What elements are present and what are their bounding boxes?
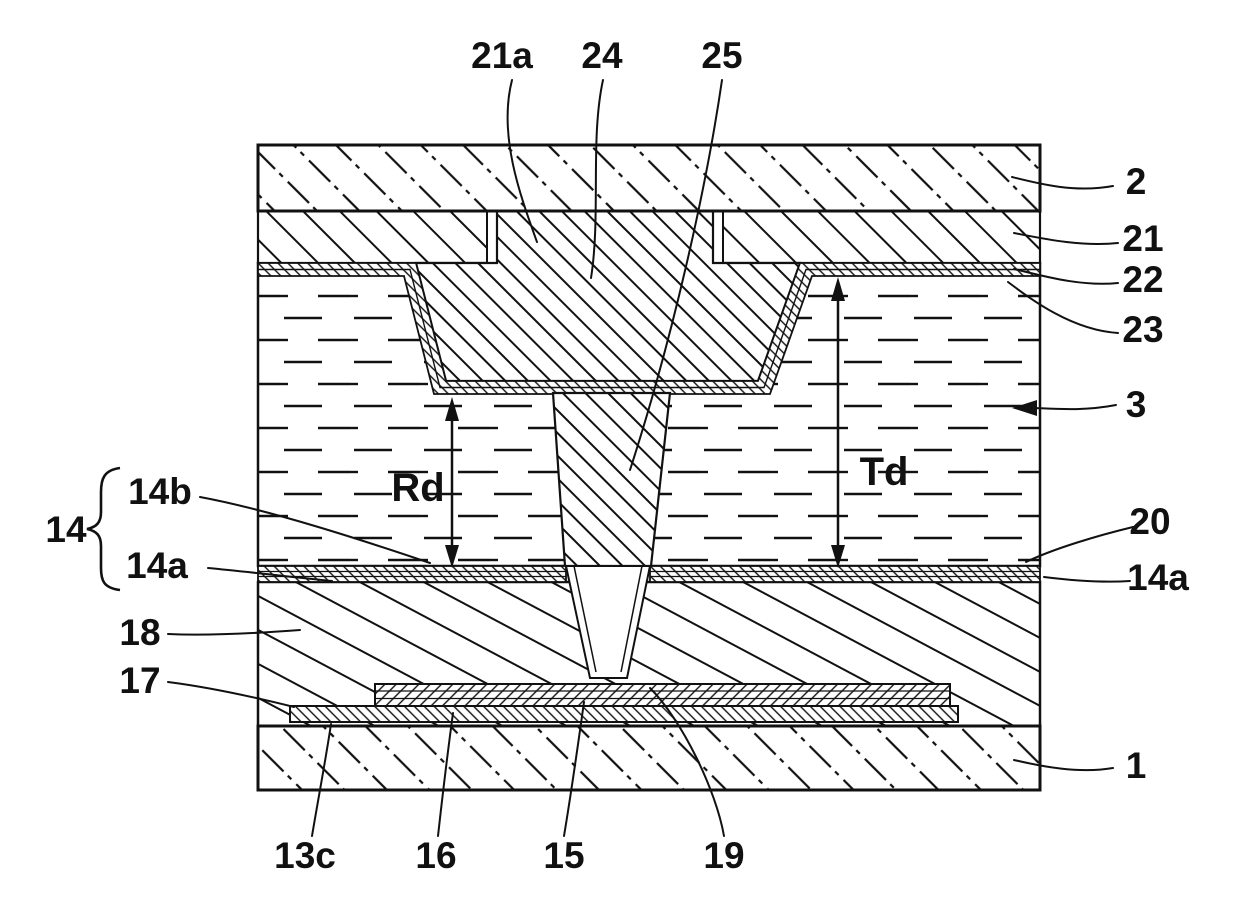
leader-13c <box>311 723 332 837</box>
layer-1-substrate <box>256 724 1042 792</box>
leader-2 <box>1011 176 1114 190</box>
label-13c: 13c <box>274 835 336 876</box>
rd-label: Rd <box>391 466 444 510</box>
label-3: 3 <box>1126 384 1147 425</box>
via-wall-right <box>620 565 643 673</box>
label-14a-left: 14a <box>126 545 188 586</box>
label-15: 15 <box>543 835 584 876</box>
contact-via-19 <box>564 565 652 679</box>
leader-15 <box>563 701 585 837</box>
brace-14 <box>86 466 121 592</box>
leader-21a <box>506 79 538 243</box>
lower-films-right-14-20 <box>649 565 1041 583</box>
leader-25 <box>629 79 723 471</box>
leader-3-arrowhead <box>1012 400 1037 416</box>
label-16: 16 <box>415 835 456 876</box>
label-21a: 21a <box>471 35 533 76</box>
leader-22 <box>1013 268 1119 285</box>
label-18: 18 <box>119 612 160 653</box>
leader-14a-right <box>1043 576 1131 583</box>
leader-23 <box>1007 281 1119 334</box>
lower-films-left-14-20 <box>257 565 567 583</box>
reference-labels: 21a 24 25 2 21 22 23 3 20 14a 1 14 14b 1… <box>45 35 1189 876</box>
layer-17-film <box>289 705 959 723</box>
via-wall-left <box>573 565 597 673</box>
rd-arrowhead-up <box>445 397 459 421</box>
label-19: 19 <box>703 835 744 876</box>
label-20: 20 <box>1129 501 1170 542</box>
leader-14b <box>199 496 431 564</box>
dimension-td: Td <box>831 277 908 568</box>
dimension-rd: Rd <box>391 397 459 568</box>
leader-21 <box>1013 232 1119 245</box>
rd-arrowhead-down <box>445 545 459 568</box>
td-arrowhead-down <box>831 545 845 568</box>
label-1: 1 <box>1126 745 1147 786</box>
label-24: 24 <box>581 35 623 76</box>
leader-16 <box>437 712 454 837</box>
leader-1 <box>1013 759 1114 772</box>
label-23: 23 <box>1122 309 1163 350</box>
leader-20 <box>1025 526 1134 563</box>
leader-18 <box>167 629 301 636</box>
label-14b: 14b <box>128 471 192 512</box>
td-label: Td <box>860 450 909 494</box>
label-17: 17 <box>119 660 160 701</box>
td-arrowhead-up <box>831 277 845 301</box>
layer-2-substrate <box>256 143 1042 213</box>
label-21: 21 <box>1122 218 1163 259</box>
leader-17 <box>167 681 295 708</box>
leader-19 <box>649 687 725 837</box>
label-2: 2 <box>1126 161 1147 202</box>
film-divider-22-23 <box>258 268 1040 389</box>
device-cross-section <box>256 143 1042 792</box>
label-14a-right: 14a <box>1127 557 1189 598</box>
label-22: 22 <box>1122 259 1163 300</box>
label-14: 14 <box>45 509 87 550</box>
label-25: 25 <box>701 35 742 76</box>
leader-14a-left <box>207 567 333 582</box>
spacer-column-25 <box>551 391 672 568</box>
leader-3 <box>1033 404 1117 411</box>
leader-24 <box>590 79 604 279</box>
leader-lines <box>86 79 1134 837</box>
